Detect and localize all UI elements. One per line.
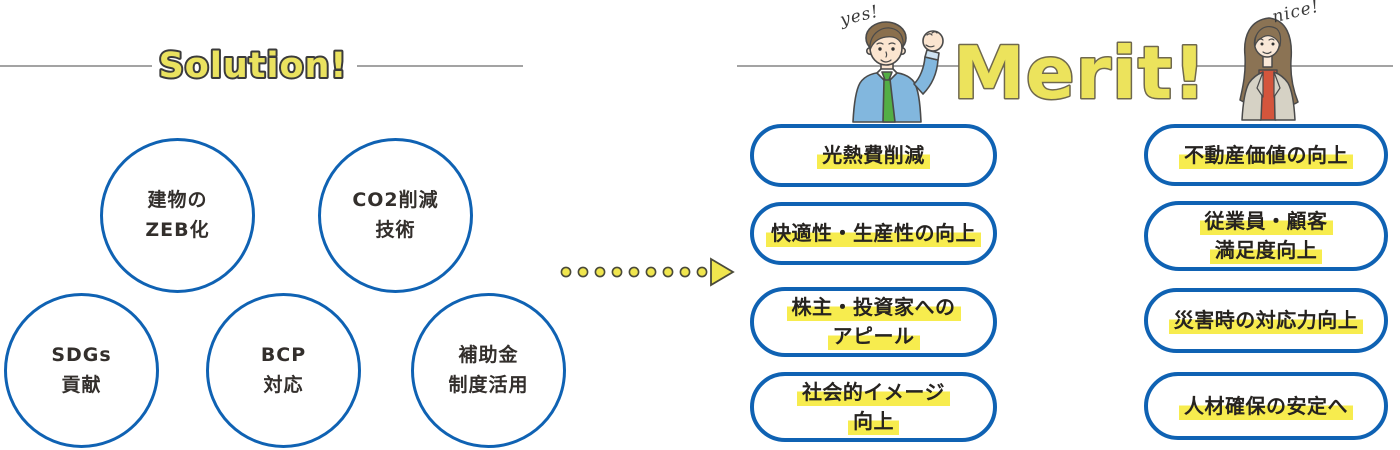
man-illustration (852, 21, 944, 123)
merit-pill-investor-appeal: 株主・投資家への アピール (750, 287, 997, 357)
merit-heading-line-left (737, 65, 963, 67)
merit-pill-disaster-response: 災害時の対応力向上 (1144, 288, 1388, 353)
pill-label-line: 満足度向上 (1209, 238, 1323, 264)
woman-illustration (1239, 17, 1299, 121)
circle-label-line: 補助金 (458, 344, 519, 367)
merit-heading: Merit! (952, 30, 1208, 117)
merit-heading-text: Merit! (953, 31, 1207, 115)
solution-heading-text: Solution! (159, 46, 348, 86)
solution-circle-bcp: BCP 対応 (206, 293, 361, 448)
pill-label-line: 人材確保の安定へ (1179, 393, 1353, 420)
pill-label-line: 光熱費削減 (817, 143, 930, 169)
circle-label-line: ZEB化 (145, 218, 210, 241)
pill-label-line: 向上 (848, 409, 899, 435)
merit-pill-talent-retention: 人材確保の安定へ (1144, 372, 1388, 440)
pill-label-line: 災害時の対応力向上 (1168, 308, 1364, 334)
circle-label-line: 貢献 (61, 373, 102, 396)
pill-label-line: 社会的イメージ (796, 380, 951, 406)
merit-pill-utility-cost: 光熱費削減 (750, 124, 997, 187)
pill-label-line: 不動産価値の向上 (1179, 142, 1353, 169)
pill-label-line: 従業員・顧客 (1199, 209, 1333, 235)
circle-label-line: BCP (260, 344, 307, 367)
dotted-arrow-icon (560, 257, 735, 287)
solution-circle-building-zeb: 建物の ZEB化 (100, 138, 255, 293)
solution-heading-line-right (357, 65, 523, 67)
pill-label-line: 快適性・生産性の向上 (766, 221, 981, 247)
circle-label-line: SDGs (51, 344, 112, 367)
merit-pill-comfort-productivity: 快適性・生産性の向上 (750, 202, 997, 265)
circle-label-line: 対応 (263, 373, 304, 396)
circle-label-line: 技術 (375, 218, 416, 241)
solution-circle-co2-reduction: CO2削減 技術 (318, 138, 473, 293)
merit-pill-employee-customer-satisfaction: 従業員・顧客 満足度向上 (1144, 201, 1388, 271)
circle-label-line: 制度活用 (448, 373, 529, 396)
solution-circle-subsidy: 補助金 制度活用 (411, 293, 566, 448)
circle-label-line: 建物の (147, 189, 208, 212)
merit-pill-property-value: 不動産価値の向上 (1144, 124, 1388, 186)
pill-label-line: 株主・投資家への (786, 295, 961, 321)
merit-pill-social-image: 社会的イメージ 向上 (750, 372, 997, 442)
solution-heading: Solution! (157, 44, 349, 88)
pill-label-line: アピール (827, 324, 920, 350)
solution-circle-sdgs: SDGs 貢献 (4, 293, 159, 448)
solution-heading-line-left (0, 65, 152, 67)
circle-label-line: CO2削減 (352, 189, 439, 212)
